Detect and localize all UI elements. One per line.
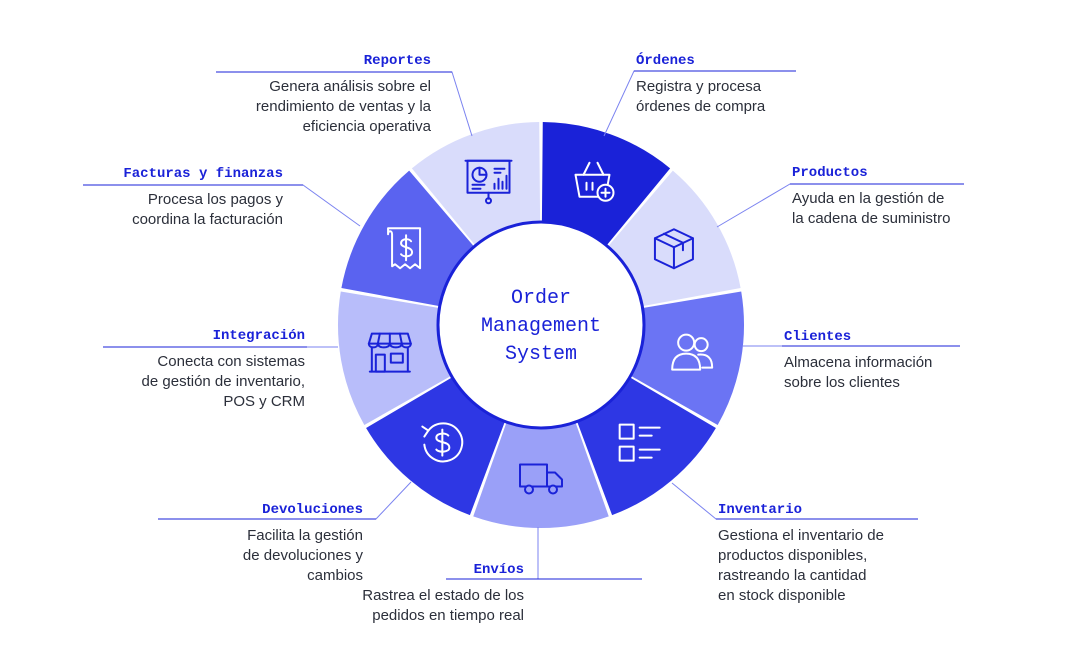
- refund-dollar-icon: [422, 423, 462, 461]
- segment-clientes: [631, 291, 744, 425]
- segment-inventario: [577, 377, 716, 516]
- checklist-icon: [620, 425, 660, 461]
- module-desc-ordenes-line-2: órdenes de compra: [636, 98, 766, 115]
- segment-ordenes: [541, 122, 671, 245]
- basket-add-icon: [576, 163, 614, 201]
- module-desc-facturas-line-1: Procesa los pagos y: [148, 191, 284, 208]
- module-desc-productos-line-1: Ayuda en la gestión de: [792, 190, 944, 207]
- center-title-line-3: System: [505, 343, 577, 366]
- module-title-devoluciones: Devoluciones: [262, 502, 363, 518]
- module-title-clientes: Clientes: [784, 329, 851, 345]
- module-desc-clientes-line-2: sobre los clientes: [784, 374, 900, 391]
- segment-integracion: [337, 291, 451, 425]
- module-desc-integracion-line-1: Conecta con sistemas: [157, 353, 305, 370]
- presentation-chart-icon: [465, 161, 511, 204]
- module-desc-devoluciones-line-1: Facilita la gestión: [247, 527, 363, 544]
- module-title-integracion: Integración: [213, 328, 305, 344]
- truck-icon: [520, 465, 562, 494]
- segment-reportes: [411, 122, 541, 245]
- module-desc-envios-line-1: Rastrea el estado de los: [362, 587, 524, 604]
- users-icon: [672, 335, 712, 370]
- module-desc-devoluciones-line-3: cambios: [307, 567, 363, 584]
- segment-envios: [473, 423, 609, 528]
- module-desc-integracion-line-3: POS y CRM: [223, 393, 305, 410]
- leader-lines: [83, 70, 964, 580]
- module-title-ordenes: Órdenes: [636, 51, 695, 69]
- box-icon: [655, 229, 693, 268]
- storefront-icon: [369, 334, 411, 372]
- center-title-line-2: Management: [481, 315, 601, 338]
- module-title-inventario: Inventario: [718, 502, 802, 518]
- center-title-line-1: Order: [511, 287, 571, 310]
- module-title-facturas: Facturas y finanzas: [123, 166, 283, 182]
- segment-devoluciones: [366, 377, 505, 516]
- module-desc-inventario-line-4: en stock disponible: [718, 587, 846, 604]
- module-title-productos: Productos: [792, 165, 868, 181]
- center-hub: Order Management System: [436, 220, 646, 430]
- module-desc-inventario-line-1: Gestiona el inventario de: [718, 527, 884, 544]
- module-desc-inventario-line-3: rastreando la cantidad: [718, 567, 866, 584]
- segment-icons: [369, 161, 712, 494]
- module-desc-envios-line-2: pedidos en tiempo real: [372, 607, 524, 624]
- module-title-reportes: Reportes: [364, 53, 431, 69]
- module-desc-reportes-line-1: Genera análisis sobre el: [269, 78, 431, 95]
- leader-envios: [537, 527, 642, 580]
- module-desc-reportes-line-3: eficiencia operativa: [303, 118, 432, 135]
- module-desc-reportes-line-2: rendimiento de ventas y la: [256, 98, 432, 115]
- module-title-envios: Envíos: [474, 562, 524, 578]
- module-desc-devoluciones-line-2: de devoluciones y: [243, 547, 364, 564]
- receipt-dollar-icon: [388, 228, 420, 268]
- module-desc-clientes-line-1: Almacena información: [784, 354, 932, 371]
- module-desc-productos-line-2: la cadena de suministro: [792, 210, 950, 227]
- module-desc-ordenes-line-1: Registra y procesa: [636, 78, 762, 95]
- module-desc-inventario-line-2: productos disponibles,: [718, 547, 867, 564]
- module-desc-facturas-line-2: coordina la facturación: [132, 211, 283, 228]
- module-desc-integracion-line-2: de gestión de inventario,: [142, 373, 305, 390]
